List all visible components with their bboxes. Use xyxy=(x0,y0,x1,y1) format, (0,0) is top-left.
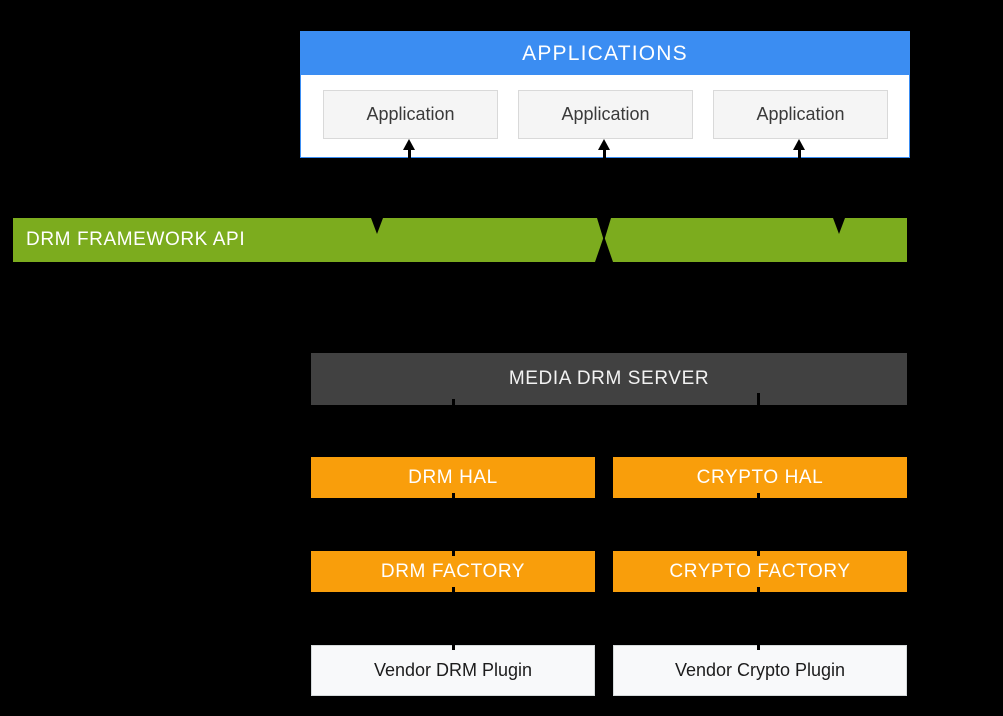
connector-tick xyxy=(452,551,455,556)
crypto-hal-bar: CRYPTO HAL xyxy=(613,457,907,498)
connector-tick xyxy=(452,645,455,650)
arrow-shaft xyxy=(603,148,606,158)
arrow-up-into-app-2 xyxy=(598,139,610,150)
connector-tick xyxy=(452,493,455,498)
arrow-shaft xyxy=(798,148,801,158)
applications-header: APPLICATIONS xyxy=(301,32,909,75)
connector-tick xyxy=(757,393,760,405)
application-box-3: Application xyxy=(713,90,888,139)
arrow-down-into-framework-left xyxy=(371,218,383,234)
connector-tick xyxy=(757,551,760,556)
connector-tick xyxy=(452,587,455,592)
connector-tick xyxy=(757,493,760,498)
arrow-shaft xyxy=(408,148,411,158)
drm-hal-bar: DRM HAL xyxy=(311,457,595,498)
application-box-1: Application xyxy=(323,90,498,139)
media-drm-server-bar: MEDIA DRM SERVER xyxy=(311,353,907,405)
arrow-up-through-framework-center xyxy=(595,236,613,262)
connector-tick xyxy=(757,645,760,650)
arrow-up-into-app-1 xyxy=(403,139,415,150)
arrow-down-into-framework-right xyxy=(833,218,845,234)
drm-framework-api-bar: DRM FRAMEWORK API xyxy=(13,218,907,262)
arrow-down-into-framework-center xyxy=(597,218,611,241)
application-box-2: Application xyxy=(518,90,693,139)
vendor-drm-plugin-box: Vendor DRM Plugin xyxy=(311,645,595,696)
connector-tick xyxy=(757,587,760,592)
arrow-up-into-app-3 xyxy=(793,139,805,150)
drm-factory-bar: DRM FACTORY xyxy=(311,551,595,592)
crypto-factory-bar: CRYPTO FACTORY xyxy=(613,551,907,592)
vendor-crypto-plugin-box: Vendor Crypto Plugin xyxy=(613,645,907,696)
applications-panel: APPLICATIONS Application Application App… xyxy=(300,31,910,158)
connector-tick xyxy=(452,399,455,405)
